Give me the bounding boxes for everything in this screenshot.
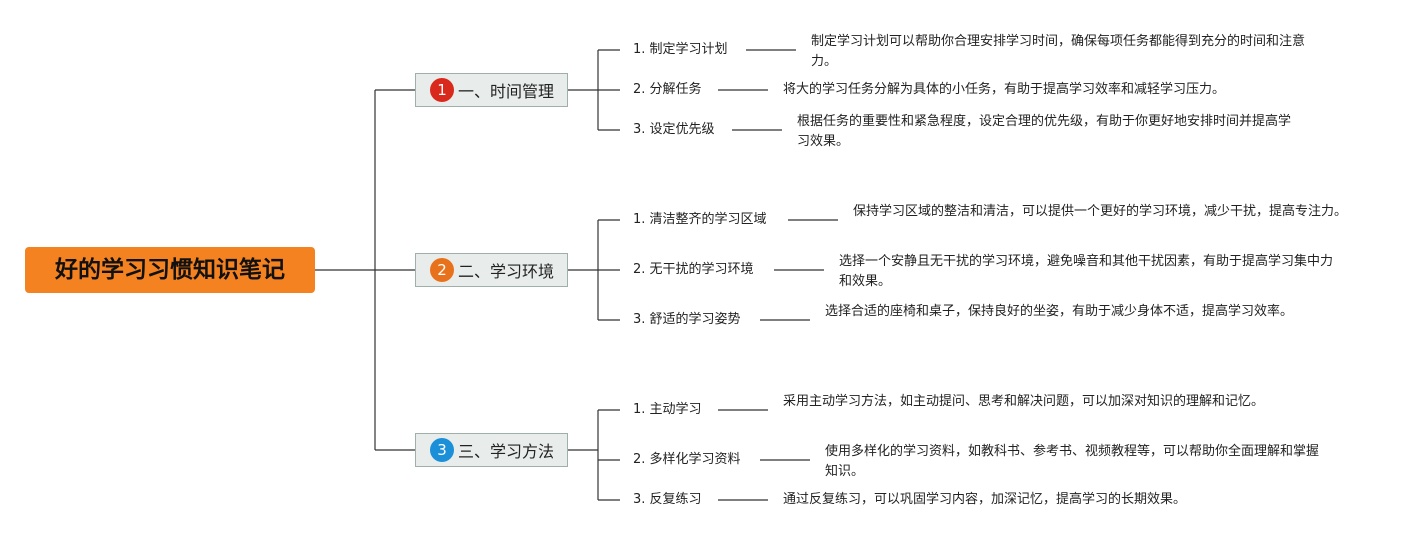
subtopic-description: 选择一个安静且无干扰的学习环境，避免噪音和其他干扰因素，有助于提高学习集中力和效… bbox=[839, 254, 1334, 289]
branch-learning-methods: 3 三、学习方法 bbox=[415, 433, 568, 467]
subtopic-description: 制定学习计划可以帮助你合理安排学习时间，确保每项任务都能得到充分的时间和注意力。 bbox=[811, 34, 1306, 69]
subtopic-label: 1. 制定学习计划 bbox=[633, 42, 728, 57]
number-badge-icon: 2 bbox=[430, 258, 454, 282]
number-badge-icon: 3 bbox=[430, 438, 454, 462]
branch-label: 三、学习方法 bbox=[458, 442, 555, 461]
subtopic-description: 将大的学习任务分解为具体的小任务，有助于提高学习效率和减轻学习压力。 bbox=[783, 82, 1226, 97]
branch-label: 一、时间管理 bbox=[458, 82, 555, 101]
subtopic-label: 2. 分解任务 bbox=[633, 82, 702, 97]
subtopic-label: 1. 主动学习 bbox=[633, 402, 702, 417]
subtopic-description: 根据任务的重要性和紧急程度，设定合理的优先级，有助于你更好地安排时间并提高学习效… bbox=[797, 114, 1292, 149]
subtopic-description: 通过反复练习，可以巩固学习内容，加深记忆，提高学习的长期效果。 bbox=[783, 492, 1187, 507]
subtopic-label: 1. 清洁整齐的学习区域 bbox=[633, 212, 767, 227]
subtopic-label: 3. 设定优先级 bbox=[633, 122, 715, 137]
subtopic-description: 采用主动学习方法，如主动提问、思考和解决问题，可以加深对知识的理解和记忆。 bbox=[783, 394, 1265, 409]
branch-time-management: 1 一、时间管理 bbox=[415, 73, 568, 107]
subtopic-label: 2. 多样化学习资料 bbox=[633, 452, 741, 467]
branch-learning-environment: 2 二、学习环境 bbox=[415, 253, 568, 287]
subtopic-label: 2. 无干扰的学习环境 bbox=[633, 262, 754, 277]
subtopic-description: 保持学习区域的整洁和清洁，可以提供一个更好的学习环境，减少干扰，提高专注力。 bbox=[853, 204, 1348, 219]
number-badge-icon: 1 bbox=[430, 78, 454, 102]
subtopic-label: 3. 反复练习 bbox=[633, 492, 702, 507]
branch-label: 二、学习环境 bbox=[458, 262, 555, 281]
root-topic: 好的学习习惯知识笔记 bbox=[25, 247, 315, 293]
subtopic-description: 选择合适的座椅和桌子，保持良好的坐姿，有助于减少身体不适，提高学习效率。 bbox=[825, 304, 1294, 319]
subtopic-description: 使用多样化的学习资料，如教科书、参考书、视频教程等，可以帮助你全面理解和掌握知识… bbox=[825, 444, 1320, 479]
subtopic-label: 3. 舒适的学习姿势 bbox=[633, 312, 741, 327]
